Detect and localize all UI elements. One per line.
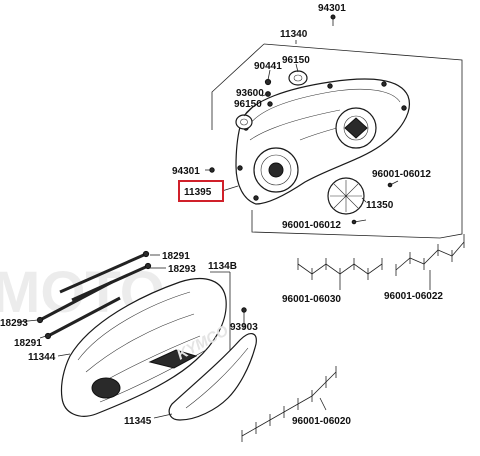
label-96001-06012-a: 96001-06012 <box>372 169 431 180</box>
drive-pulley-ring <box>260 154 292 186</box>
label-11345: 11345 <box>124 416 152 427</box>
leader-90441 <box>267 69 271 81</box>
oil-seal-left-inner <box>240 118 248 126</box>
cover-bolt-4 <box>381 81 387 87</box>
label-93600: 93600 <box>236 88 264 99</box>
label-18291-b: 18291 <box>14 338 42 349</box>
washer-90441 <box>264 78 272 86</box>
screw-06012-a <box>387 182 393 188</box>
upper-bracket-outline <box>251 43 463 239</box>
outer-cover-rib-2 <box>85 313 195 373</box>
label-96001-06012-b: 96001-06012 <box>282 220 341 231</box>
label-18291-a: 18291 <box>162 251 190 262</box>
cover-bolt-6 <box>237 165 243 171</box>
label-94301-mid: 94301 <box>172 166 200 177</box>
hose-clip-4 <box>44 332 52 340</box>
label-96150-a: 96150 <box>282 55 310 66</box>
leader-93600 <box>261 93 269 97</box>
strip-06022-screws <box>395 234 465 276</box>
label-96150-b: 96150 <box>234 99 262 110</box>
fin-cover-rib <box>185 347 249 409</box>
hose-upper-1 <box>59 252 147 294</box>
bolt-93903 <box>241 307 247 313</box>
leader-11345 <box>153 413 173 419</box>
oil-seal-top <box>288 70 308 86</box>
driven-pulley-hub <box>344 117 368 139</box>
hose-clip-2 <box>144 262 152 270</box>
driven-pulley-ring <box>343 115 369 141</box>
drive-pulley-hub <box>268 162 284 178</box>
leader-11344 <box>57 353 71 357</box>
bolt-94301-mid <box>209 167 215 173</box>
leader-06020 <box>319 397 327 411</box>
label-11395: 11395 <box>184 187 212 198</box>
fan-blades <box>330 180 362 212</box>
cover-rib-2 <box>249 109 341 141</box>
label-11340: 11340 <box>280 29 308 40</box>
leader-96150-b <box>243 107 253 117</box>
leader-96150-a <box>295 63 299 73</box>
cover-rib-1 <box>249 88 401 125</box>
outer-cover-rib-1 <box>77 291 191 361</box>
leader-11350 <box>361 197 367 203</box>
screw-06012-b <box>351 219 357 225</box>
oil-seal-left <box>235 114 253 130</box>
hose-lower-2 <box>47 296 121 338</box>
cover-bolt-5 <box>401 105 407 111</box>
label-90441: 90441 <box>254 61 282 72</box>
lower-assembly: KYMCO <box>17 250 257 421</box>
bolt-94301-top <box>330 14 336 20</box>
part-labels: 94301 11340 90441 96150 93600 96150 9430… <box>0 3 443 427</box>
highlight-box <box>178 180 224 202</box>
hose-clip-3 <box>36 316 44 324</box>
leader-18293-b <box>17 319 39 323</box>
label-11350: 11350 <box>366 200 394 211</box>
label-96001-06022: 96001-06022 <box>384 291 443 302</box>
oil-seal-top-inner <box>293 74 303 82</box>
hose-set <box>36 250 152 340</box>
strip-06030-screws <box>297 258 383 280</box>
label-93903: 93903 <box>230 322 258 333</box>
label-94301-top: 94301 <box>318 3 346 14</box>
strip-06020-screws <box>241 366 337 442</box>
outer-cover-accent <box>148 349 198 369</box>
label-96001-06020: 96001-06020 <box>292 416 351 427</box>
label-18293-a: 18293 <box>168 264 196 275</box>
leader-18291-b <box>39 335 47 339</box>
outer-cover-boss <box>91 377 121 399</box>
screw-strips <box>241 234 465 442</box>
hose-lower-1 <box>39 280 113 322</box>
label-96001-06030: 96001-06030 <box>282 294 341 305</box>
hose-clip-1 <box>142 250 150 258</box>
upper-assembly <box>205 14 463 239</box>
cover-bolt-2 <box>267 101 273 107</box>
label-1134b: 1134B <box>208 261 237 272</box>
cover-bolt-3 <box>327 83 333 89</box>
leader-11395 <box>221 185 239 192</box>
strip-06022 <box>395 241 465 271</box>
cover-bolt-7 <box>253 195 259 201</box>
fin-cover <box>168 333 257 421</box>
strip-06020 <box>241 371 337 437</box>
label-11344: 11344 <box>28 352 56 363</box>
upper-bracket-left <box>211 43 265 130</box>
label-18293-b: 18293 <box>0 318 28 329</box>
